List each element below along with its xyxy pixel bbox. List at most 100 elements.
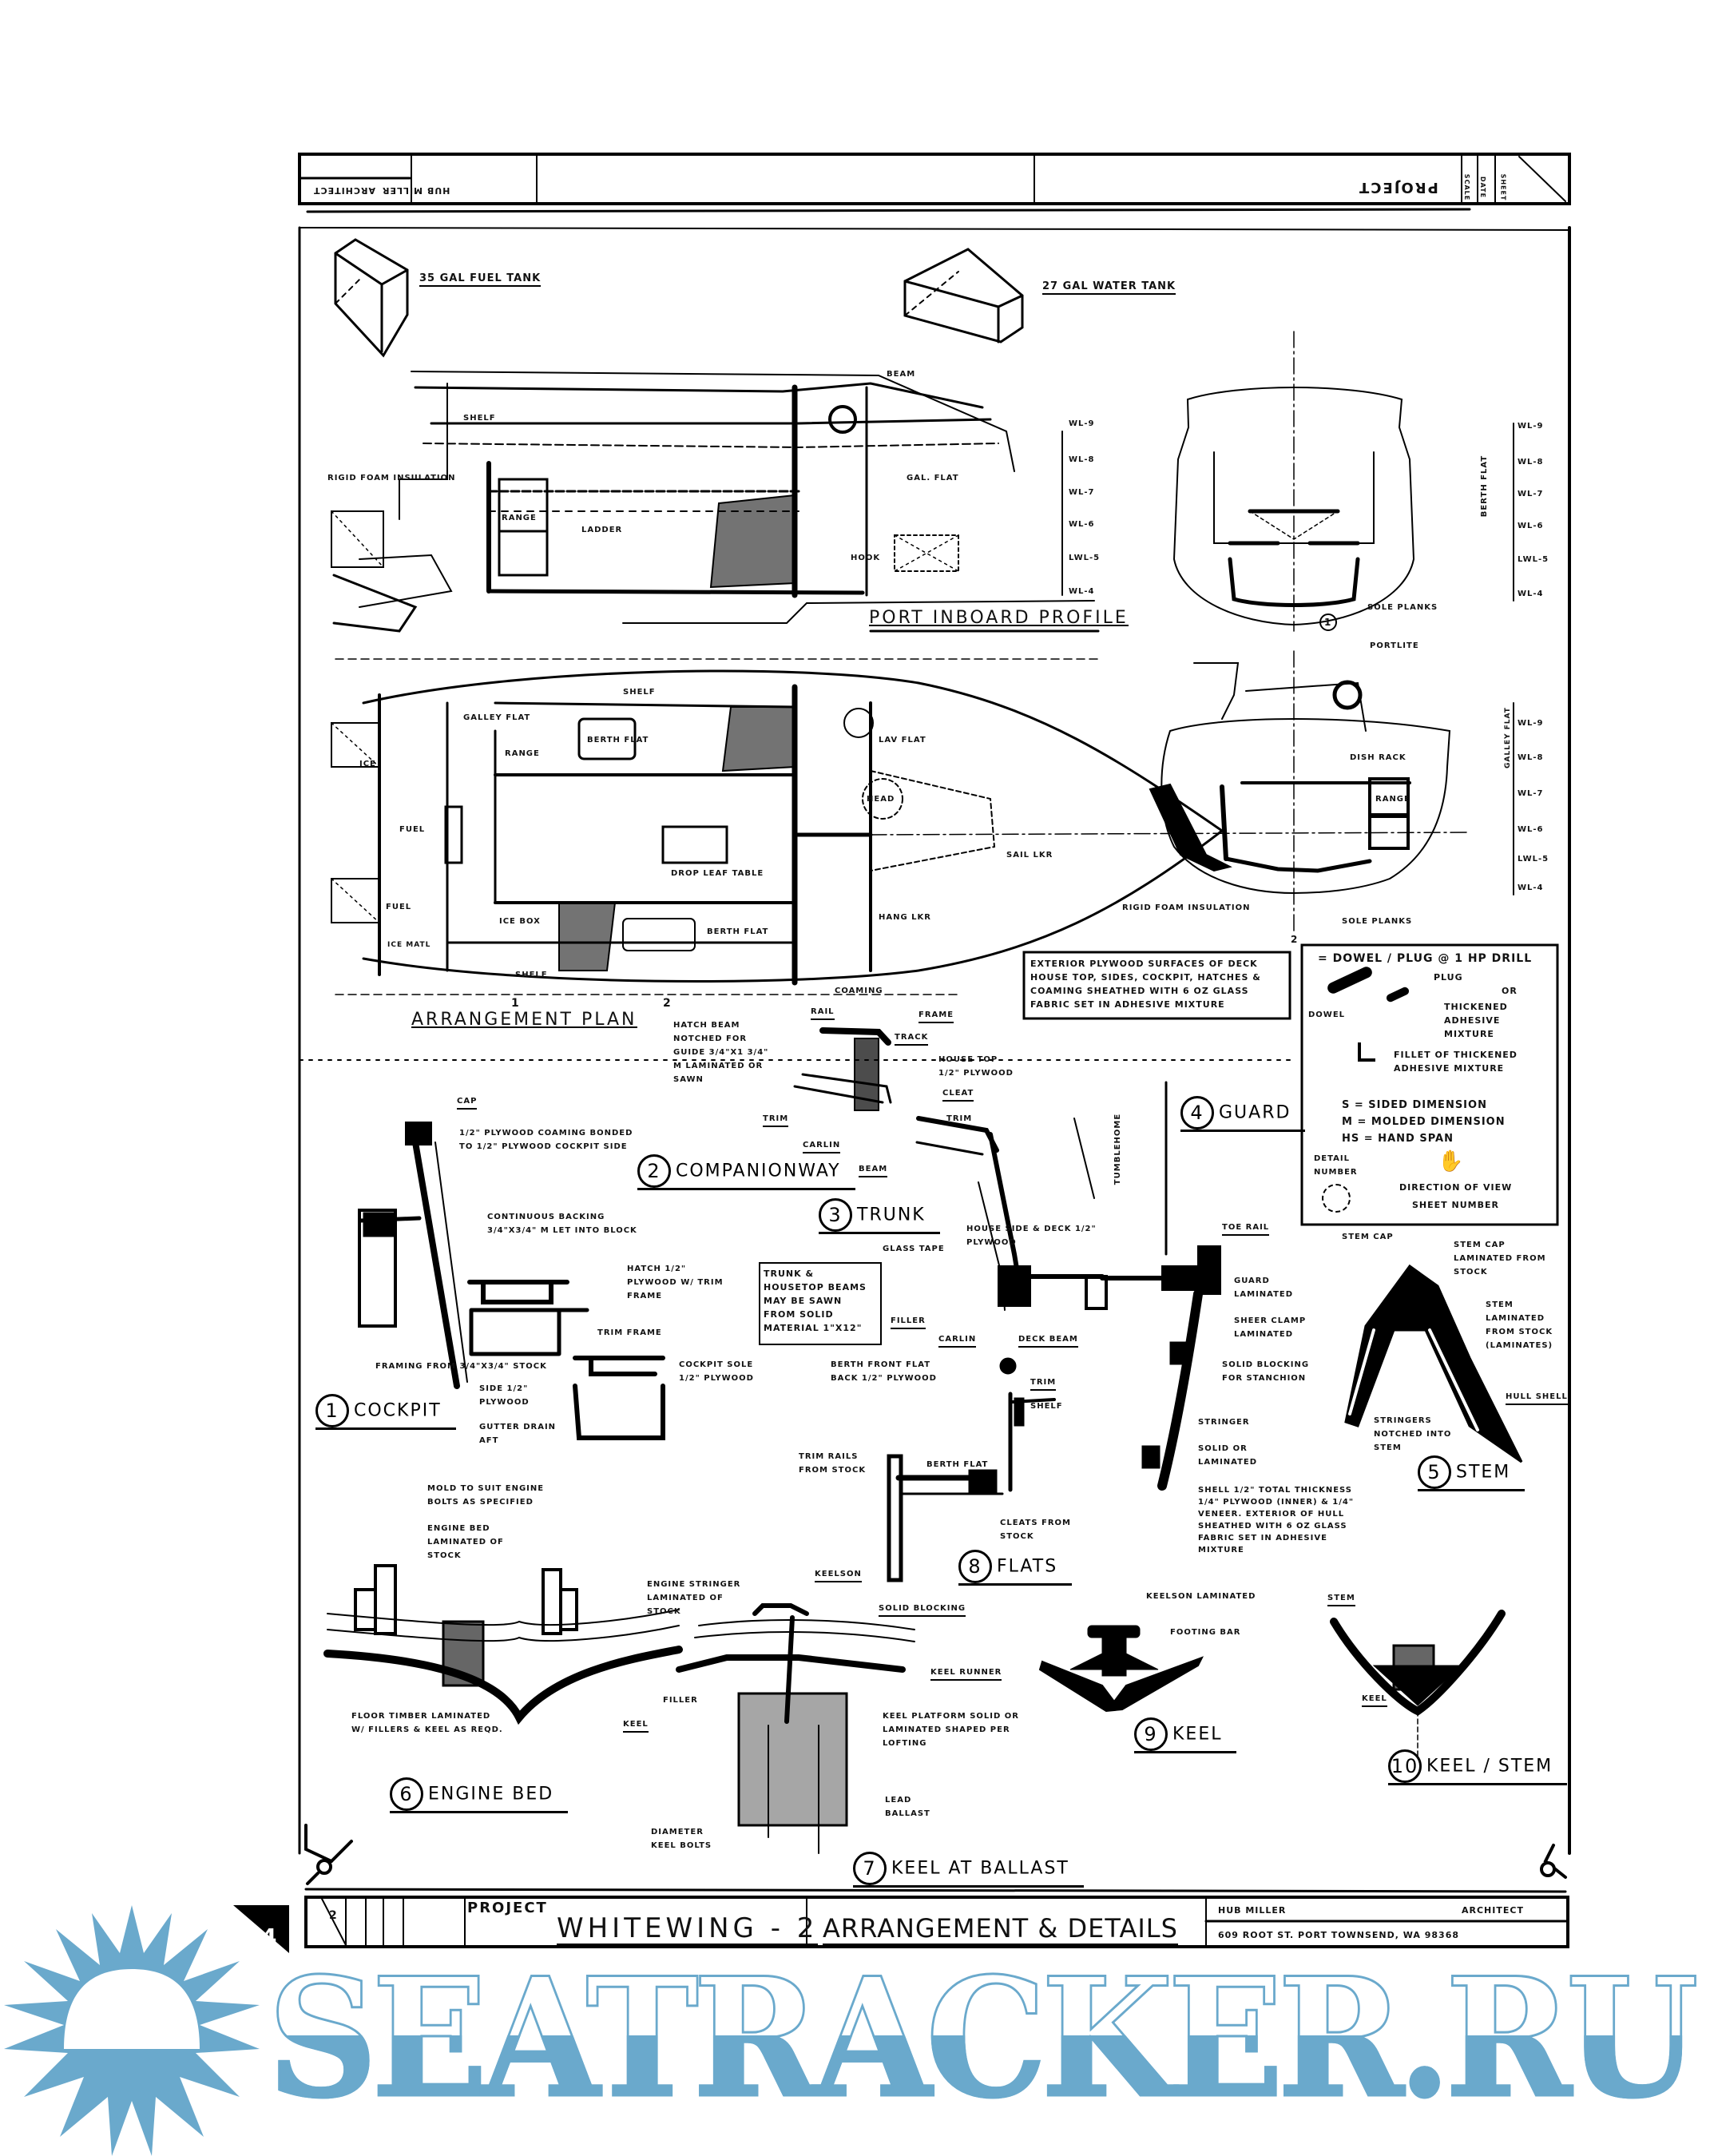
plan-label-sail-lkr: SAIL LKR (1006, 851, 1053, 860)
wl-left-8: WL-8 (1069, 455, 1095, 464)
wl2-7: WL-7 (1518, 789, 1544, 798)
profile-label-range: RANGE (502, 514, 537, 522)
detail-name-4: GUARD (1219, 1102, 1291, 1123)
flats-detail-drawing (887, 1357, 1056, 1582)
profile-label-hook: HOOK (851, 554, 881, 562)
d3-carlin: CARLIN (938, 1332, 977, 1348)
section-2-sole-planks: SOLE PLANKS (1342, 917, 1413, 926)
detail-number-7: 7 (853, 1852, 887, 1885)
section-2-number: 2 (1291, 934, 1299, 945)
keel-detail-drawing (1038, 1625, 1204, 1713)
keel-at-ballast-detail-drawing (676, 1603, 915, 1854)
d3-shelf: SHELF (1030, 1402, 1063, 1411)
detail-number-2: 2 (637, 1154, 671, 1188)
d2-coaming: COAMING (835, 987, 883, 995)
wl-left-5: LWL-5 (1069, 554, 1101, 562)
d1-coaming: 1/2" PLYWOOD COAMING BONDED TO 1/2" PLYW… (459, 1129, 633, 1151)
detail-number-10: 10 (1388, 1749, 1422, 1783)
d7-engine-stringer: ENGINE STRINGER LAMINATED OF STOCK (647, 1580, 741, 1616)
d8-berth-flat: BERTH FLAT (926, 1460, 989, 1469)
wl-left-6: WL-6 (1069, 520, 1095, 529)
d3-deck-beam: DECK BEAM (1018, 1332, 1078, 1348)
plan-label-fuel-2: FUEL (399, 825, 426, 834)
d1-trim-frame: TRIM FRAME (597, 1328, 662, 1337)
legend-direction: DIRECTION OF VIEW (1399, 1182, 1513, 1193)
plan-section-mark-2: 2 (663, 997, 672, 1010)
wl2-4: WL-4 (1518, 883, 1544, 892)
d7-keel-platform: KEEL PLATFORM SOLID OR LAMINATED SHAPED … (883, 1712, 1019, 1748)
profile-label-insulation: RIGID FOAM INSULATION (327, 474, 456, 482)
detail-number-8: 8 (958, 1550, 992, 1583)
watermark-text: SEATRACKER.RU (267, 1943, 1700, 2134)
d3-filler: FILLER (891, 1314, 926, 1329)
detail-name-2: COMPANIONWAY (676, 1161, 841, 1181)
page-tab-corner (233, 1905, 289, 1953)
detail-name-5: STEM (1456, 1462, 1511, 1483)
companionway-detail-drawing (793, 1027, 892, 1111)
page-tab-number: 4 (261, 1924, 277, 1950)
trunk-detail-drawing (915, 1116, 1108, 1311)
arrangement-plan-drawing (331, 658, 1470, 995)
detail-name-1: COCKPIT (354, 1400, 442, 1421)
d2-frame: FRAME (918, 1008, 954, 1023)
plan-label-drop-leaf-table: DROP LEAF TABLE (671, 869, 764, 878)
engine-bed-detail-drawing (323, 1564, 683, 1725)
project-name: WHITEWING - 2 (557, 1912, 819, 1945)
legend-fillet: FILLET OF THICKENED ADHESIVE MIXTURE (1394, 1050, 1518, 1074)
detail-marker-icon (1322, 1184, 1351, 1213)
plan-label-head: HEAD (867, 795, 895, 804)
note-exterior-plywood: EXTERIOR PLYWOOD SURFACES OF DECK HOUSE … (1030, 959, 1261, 1010)
wl-right-5: LWL-5 (1518, 555, 1549, 564)
top-project-label: PROJECT (1358, 179, 1438, 196)
profile-label-ladder: LADDER (581, 526, 623, 534)
wl2-5: LWL-5 (1518, 855, 1549, 864)
plan-label-berth-flat-2: BERTH FLAT (707, 927, 769, 936)
d4-stringer: STRINGER (1198, 1418, 1250, 1427)
plan-label-shelf-1: SHELF (623, 688, 656, 697)
detail-name-8: FLATS (997, 1556, 1058, 1577)
legend-plug: PLUG (1434, 972, 1463, 983)
d3-glass-tape: GLASS TAPE (883, 1245, 945, 1253)
d5-stem: STEM LAMINATED FROM STOCK (LAMINATES) (1486, 1300, 1553, 1350)
designer-name: HUB MILLER (1218, 1905, 1287, 1916)
d10-stem: STEM (1327, 1591, 1355, 1606)
d3-cleat: CLEAT (942, 1086, 974, 1102)
detail-number-3: 3 (819, 1198, 852, 1232)
detail-number-1: 1 (315, 1394, 349, 1427)
top-scale-label: SCALE (1463, 173, 1471, 201)
water-tank-label: 27 GAL WATER TANK (1042, 280, 1176, 295)
cockpit-detail-drawing (358, 1122, 665, 1440)
d9-keelson: KEELSON LAMINATED (1146, 1592, 1256, 1601)
detail-number-6: 6 (390, 1777, 423, 1811)
profile-label-beam: BEAM (887, 370, 916, 379)
d4-sheer-clamp: SHEER CLAMP LAMINATED (1234, 1316, 1307, 1339)
detail-number-5: 5 (1418, 1455, 1451, 1489)
detail-name-6: ENGINE BED (428, 1784, 554, 1805)
d3-berth-front: BERTH FRONT FLAT BACK 1/2" PLYWOOD (831, 1360, 937, 1383)
plan-label-galley-flat: GALLEY FLAT (463, 713, 531, 722)
wl2-8: WL-8 (1518, 753, 1544, 762)
wl-left-9: WL-9 (1069, 419, 1095, 428)
d6-floor-timber: FLOOR TIMBER LAMINATED W/ FILLERS & KEEL… (351, 1712, 503, 1734)
plan-label-range: RANGE (505, 749, 540, 758)
plan-label-ice: ICE (359, 760, 376, 768)
d2-track: TRACK (895, 1030, 929, 1046)
d1-hatch: HATCH 1/2" PLYWOOD W/ TRIM FRAME (627, 1265, 724, 1300)
d4-shell: SHELL 1/2" TOTAL THICKNESS 1/4" PLYWOOD … (1198, 1486, 1355, 1554)
plan-section-mark-1: 1 (511, 997, 520, 1010)
legend-molded: M = MOLDED DIMENSION (1342, 1116, 1506, 1128)
d3-tumblehome: TUMBLEHOME (1113, 1113, 1123, 1185)
stem-detail-drawing (1344, 1264, 1523, 1463)
top-architect-label: ARCHITECT (313, 185, 375, 196)
plan-label-berth-flat-1: BERTH FLAT (587, 736, 649, 744)
d7-keel-bolts: DIAMETER KEEL BOLTS (651, 1828, 712, 1850)
d1-side: SIDE 1/2" PLYWOOD (479, 1384, 530, 1407)
d7-keel-runner: KEEL RUNNER (930, 1666, 1002, 1681)
d4-toe-rail: TOE RAIL (1222, 1221, 1270, 1236)
section-2-dish-rack: DISH RACK (1350, 753, 1406, 762)
plan-label-fuel-1: FUEL (386, 903, 412, 911)
